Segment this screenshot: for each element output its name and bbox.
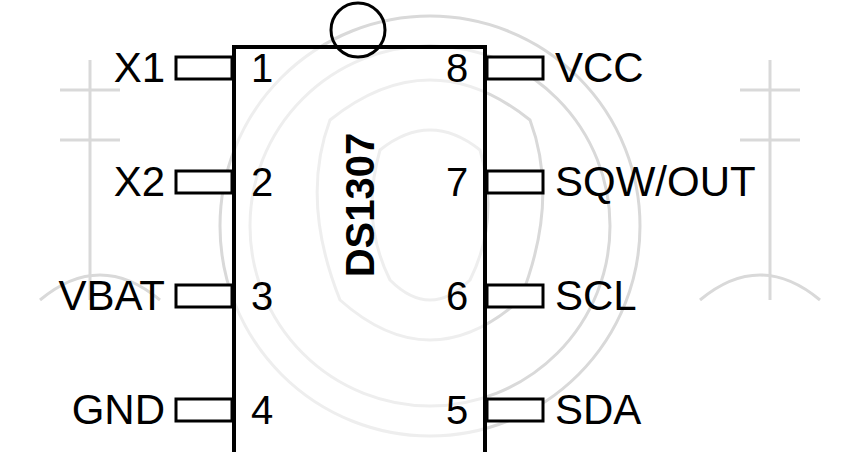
pin-number: 1 — [251, 48, 273, 88]
pin-number: 5 — [446, 390, 468, 430]
pin-name: SCL — [555, 275, 637, 317]
pin-name: VCC — [555, 47, 644, 89]
pin-name: X1 — [114, 47, 165, 89]
pin-name: GND — [72, 389, 165, 431]
pin-number: 8 — [446, 48, 468, 88]
pin-name: SQW/OUT — [555, 161, 756, 203]
pin-number: 6 — [446, 276, 468, 316]
pin-name: SDA — [555, 389, 641, 431]
pin-number: 4 — [251, 390, 273, 430]
pin-number: 3 — [251, 276, 273, 316]
pin-number: 7 — [446, 162, 468, 202]
pin-name: VBAT — [58, 275, 165, 317]
chip-body-fill — [232, 45, 487, 452]
pin-number: 2 — [251, 162, 273, 202]
pin-name: X2 — [114, 161, 165, 203]
chip-part-number: DS1307 — [340, 133, 380, 278]
